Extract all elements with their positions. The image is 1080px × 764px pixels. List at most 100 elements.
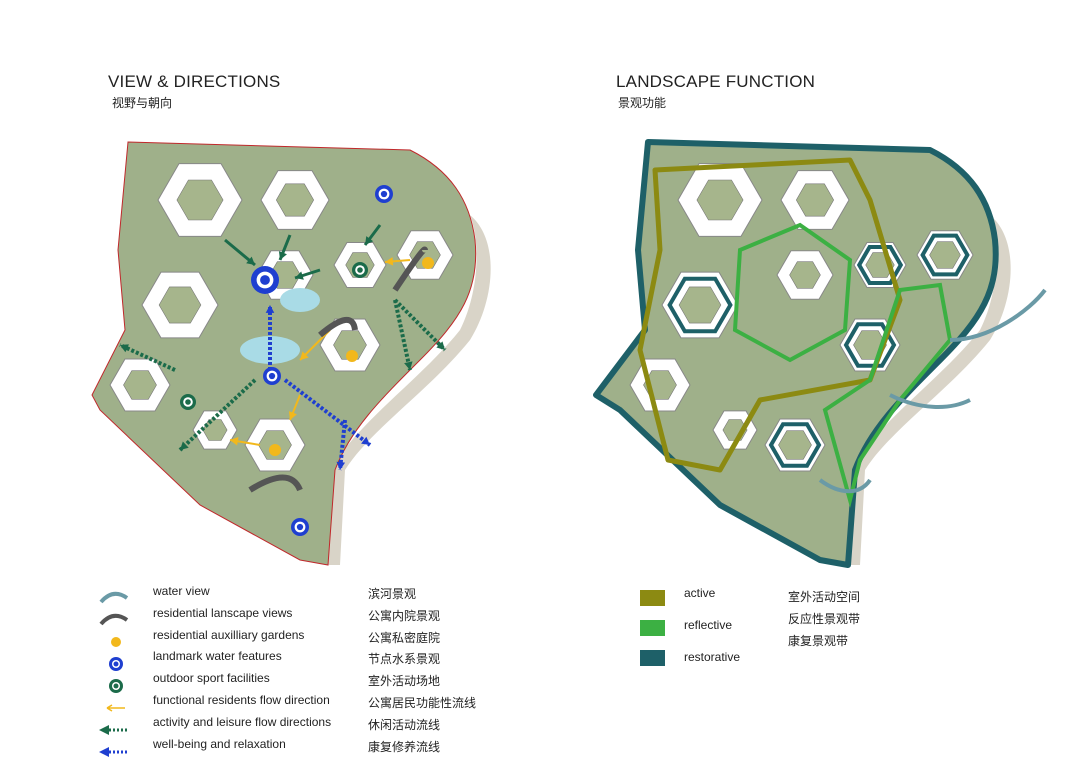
yellow-flow-arrow-head — [288, 411, 297, 420]
residential-view-arc — [392, 246, 428, 292]
landmark-water-feature-ring — [260, 275, 270, 285]
legend-label-cn: 公寓私密庭院 — [368, 630, 441, 645]
green-flow-arrow — [393, 298, 447, 352]
legend-icons — [99, 591, 129, 757]
legend-label-cn: 室外活动空间 — [788, 590, 861, 604]
building-hexagon — [667, 276, 733, 334]
green-view-arrow-head — [365, 236, 374, 245]
legend-item: active — [684, 586, 715, 600]
legend-item-cn: 休闲活动流线 — [368, 716, 440, 733]
legend-label-cn: 公寓内院景观 — [368, 608, 441, 623]
legend-item-cn: 康复景观带 — [788, 632, 848, 649]
green-flow-arrow-head — [180, 441, 189, 450]
courtyard — [789, 261, 821, 289]
courtyard — [929, 241, 961, 269]
green-flow-arrow — [119, 343, 176, 372]
green-flow-arrow-head — [120, 344, 129, 353]
courtyard — [795, 183, 835, 217]
legend-item: outdoor sport facilities — [153, 671, 270, 685]
legend-item: restorative — [684, 650, 740, 664]
legend-item-cn: 室外活动空间 — [788, 588, 860, 605]
legend-item: activity and leisure flow directions — [153, 715, 331, 729]
left-title: VIEW & DIRECTIONS — [108, 72, 281, 91]
legend-item-cn: 公寓居民功能性流线 — [368, 694, 476, 711]
landmark-water-feature-ring — [296, 523, 304, 531]
legend-label-en: activity and leisure flow directions — [153, 714, 332, 729]
legend-label-en: restorative — [684, 650, 741, 664]
riverside-road — [325, 215, 491, 565]
legend-item: residential auxilliary gardens — [153, 628, 304, 642]
outdoor-sport-facility-ring — [185, 399, 191, 405]
yellow-flow-arrow-head — [385, 257, 394, 266]
water-view-arc — [818, 478, 872, 494]
legend-item-cn: 节点水系景观 — [368, 650, 440, 667]
legend-label-en: residential lanscape views — [153, 605, 293, 620]
legend-item-cn: 公寓内院景观 — [368, 607, 440, 624]
left-legend: water view 滨河景观 residential lanscape vie… — [95, 584, 515, 759]
landscape-function-map — [593, 139, 1047, 568]
reflective-zone-outline — [732, 222, 853, 363]
legend-label-cn: 公寓居民功能性流线 — [368, 696, 477, 710]
green-dashed-arrow-icon — [99, 725, 109, 735]
legend-label-en: outdoor sport facilities — [153, 671, 270, 686]
courtyard — [678, 286, 722, 324]
auxiliary-garden — [346, 350, 358, 362]
building-hexagon — [768, 422, 822, 468]
yellow-dot-icon — [111, 637, 121, 647]
courtyard — [778, 430, 812, 460]
legend-label-en: landmark water features — [153, 649, 282, 664]
legend-label-cn: 康复修养流线 — [368, 739, 441, 754]
residential-view-arc — [248, 474, 303, 493]
courtyard — [275, 183, 315, 217]
yellow-flow-arrow-head — [230, 437, 239, 446]
legend-label-en: functional residents flow direction — [153, 693, 330, 707]
blue-flow-arrow-head — [265, 305, 275, 313]
legend-label-en: water view — [153, 584, 210, 598]
legend-label-cn: 节点水系景观 — [368, 652, 441, 667]
legend-item-cn: 公寓私密庭院 — [368, 629, 440, 646]
green-view-arrow-head — [295, 271, 304, 280]
legend-item: water view — [153, 584, 210, 598]
riverside-road — [845, 215, 1011, 565]
legend-item: well-being and relaxation — [153, 737, 286, 751]
right-legend: active 室外活动空间 reflective 反应性景观带 restorat… — [640, 584, 900, 674]
auxiliary-garden — [269, 444, 281, 456]
legend-item-cn: 康复修养流线 — [368, 738, 440, 755]
legend-label-cn: 滨河景观 — [368, 587, 417, 601]
legend-swatch-active — [640, 590, 665, 606]
landmark-water-feature-ring — [268, 372, 276, 380]
legend-item-cn: 室外活动场地 — [368, 672, 440, 689]
legend-item: functional residents flow direction — [153, 693, 330, 707]
auxiliary-garden — [422, 257, 434, 269]
legend-swatch-restorative — [640, 650, 665, 666]
water-pond — [280, 288, 320, 312]
legend-label-en: residential auxilliary gardens — [153, 627, 305, 642]
green-flow-arrow-head — [436, 341, 445, 350]
building-hexagon — [843, 322, 897, 368]
courtyard — [176, 179, 224, 221]
legend-label-cn: 休闲活动流线 — [368, 717, 441, 732]
courtyard — [158, 286, 202, 324]
legend-item: reflective — [684, 618, 732, 632]
right-title: LANDSCAPE FUNCTION — [616, 72, 816, 91]
legend-swatch-reflective — [640, 620, 665, 636]
legend-label-cn: 康复景观带 — [788, 634, 849, 648]
legend-item-cn: 反应性景观带 — [788, 610, 860, 627]
legend-label-en: well-being and relaxation — [153, 736, 286, 751]
legend-item: residential lanscape views — [153, 606, 292, 620]
building-hexagon — [856, 245, 904, 285]
building-hexagon — [920, 233, 970, 277]
residential-view-icon — [99, 613, 129, 626]
blue-flow-arrow-head — [336, 461, 346, 470]
left-subtitle: 视野与朝向 — [112, 96, 173, 110]
green-view-arrow-head — [246, 256, 255, 265]
right-subtitle: 景观功能 — [618, 96, 667, 110]
reflective-zone-outline — [822, 282, 953, 508]
legend-label-en: active — [684, 586, 716, 600]
legend-item: landmark water features — [153, 649, 282, 663]
yellow-arrow-icon — [106, 704, 125, 712]
landmark-water-feature-ring — [380, 190, 388, 198]
water-view-icon — [99, 591, 129, 604]
yellow-flow-arrow-head — [300, 351, 309, 360]
